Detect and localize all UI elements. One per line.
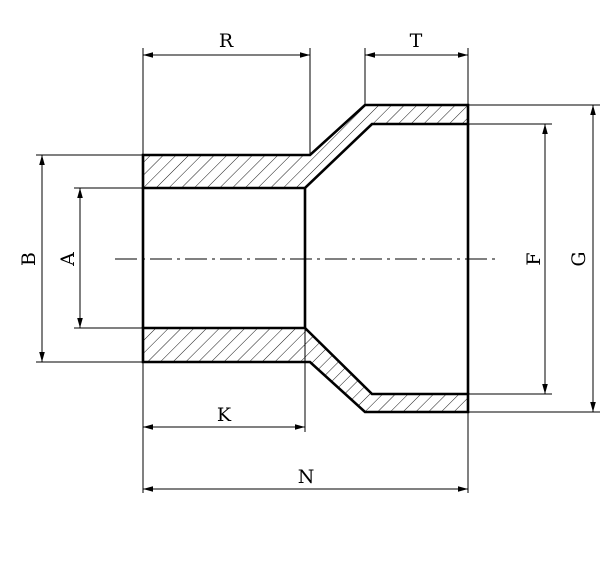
upper-wall-section [141,103,470,190]
dim-label-g: G [568,251,590,266]
dimension-lines [39,52,596,492]
lower-wall-section [141,326,470,414]
extension-lines [36,48,600,493]
dim-label-r: R [219,30,234,52]
dim-label-k: K [217,404,232,426]
dim-label-t: T [410,30,423,52]
dim-label-n: N [298,466,315,488]
dim-label-a: A [57,252,79,267]
dim-label-b: B [18,252,40,266]
dim-label-f: F [523,252,545,265]
